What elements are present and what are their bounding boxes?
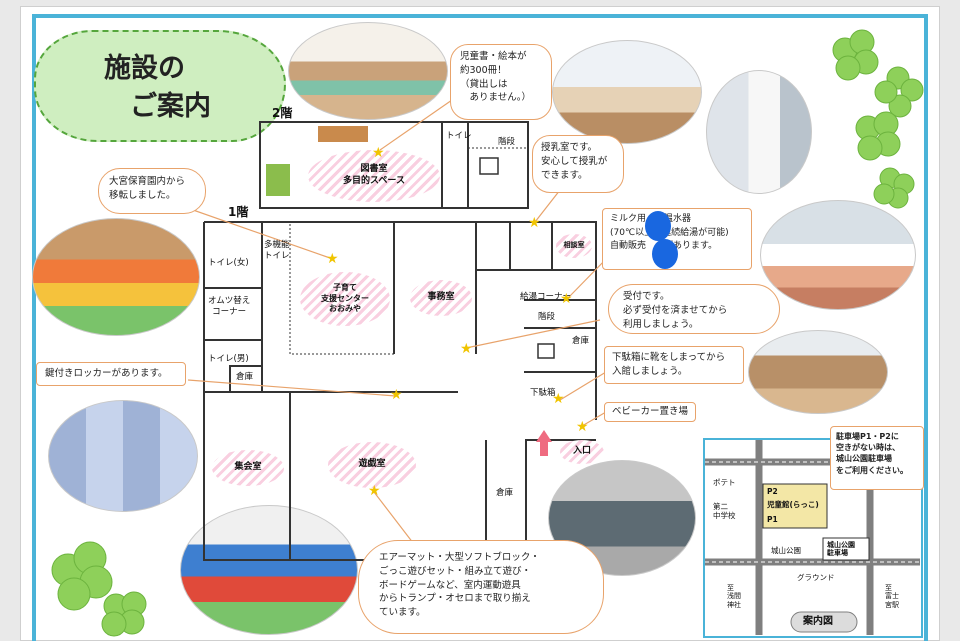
map-center-label: 児童館(らっこ) <box>767 500 819 509</box>
map-park-label: 城山公園 <box>771 546 801 555</box>
redaction-dot <box>645 211 671 241</box>
star-icon: ★ <box>576 419 589 435</box>
map-post-label: ポテト <box>713 478 736 487</box>
clover-decoration-bottom-icon <box>51 541 147 637</box>
storage-label: 倉庫 <box>236 372 254 382</box>
water-heater-photo <box>706 70 812 194</box>
consult-room: 相談室 <box>556 234 592 258</box>
blue-frame <box>32 14 928 641</box>
stroller-box: ベビーカー置き場 <box>604 402 696 422</box>
map-p2-label: P2 <box>767 487 778 496</box>
clover-decoration-icon <box>832 29 924 209</box>
map-ground-label: グラウンド <box>797 573 835 582</box>
floor-1-label: 1階 <box>228 205 249 219</box>
lockers-photo <box>48 400 198 512</box>
star-icon: ★ <box>368 483 381 499</box>
star-icon: ★ <box>460 341 473 357</box>
moved-bubble: 大宮保育園内から 移転しました。 <box>98 168 206 214</box>
title-cloud <box>34 30 286 142</box>
map-p1-label: P1 <box>767 515 778 524</box>
page-title-line1: 施設の <box>104 53 185 84</box>
office-room: 事務室 <box>410 280 472 316</box>
access-map: P2 児童館(らっこ) P1 ポテト 第二 中学校 城山公園 城山公園 駐車場 … <box>703 438 923 638</box>
star-icon: ★ <box>560 291 573 307</box>
library-photo <box>288 22 448 120</box>
map-direction-left: 至 浅間 神社 <box>727 584 741 609</box>
reception-bubble: 受付です。 必ず受付を済ませてから 利用しましょう。 <box>608 284 780 334</box>
toilet-women-label: トイレ(女) <box>208 258 249 268</box>
star-icon: ★ <box>326 251 339 267</box>
toilet-men-label: トイレ(男) <box>208 354 249 364</box>
stairs-2f-label: 階段 <box>498 137 516 147</box>
play-equipment-bubble: エアーマット・大型ソフトブロック・ ごっこ遊びセット・組み立て遊び・ ボードゲー… <box>358 540 604 634</box>
library-room: 図書室 多目的スペース <box>308 150 440 202</box>
multi-toilet-label: 多機能 トイレ <box>264 240 290 261</box>
star-icon: ★ <box>390 387 403 403</box>
stairs-1f-label: 階段 <box>538 312 556 322</box>
vending-corner-label: 給湯コーナー <box>520 292 572 302</box>
hall-room: 集会室 <box>212 450 284 486</box>
playroom-room: 遊戯室 <box>328 442 416 488</box>
diaper-corner-label: オムツ替え コーナー <box>208 296 251 317</box>
warehouse-label: 倉庫 <box>572 336 590 346</box>
play-mat-photo <box>32 218 200 336</box>
milk-heater-box: ミルク用 温水器 (70℃以上 連続給湯が可能) 自動販売 があります。 <box>602 208 752 270</box>
star-icon: ★ <box>528 215 541 231</box>
nursing-room-photo <box>552 40 702 144</box>
page-title-line2: ご案内 <box>130 91 211 122</box>
parking-note-box: 駐車場P1・P2に 空きがない時は、 城山公園駐車場 をご利用ください。 <box>830 426 924 490</box>
books-bubble: 児童書・絵本が 約300冊！ （貸出しは ありません。） <box>450 44 552 120</box>
map-park-lot-label: 城山公園 駐車場 <box>827 541 855 558</box>
shoe-box-label: 下駄箱 <box>530 388 556 398</box>
shoes-box: 下駄箱に靴をしまってから 入館しましょう。 <box>604 346 744 384</box>
storage2-label: 倉庫 <box>496 488 514 498</box>
support-center-room: 子育て 支援センター おおみや <box>300 272 390 326</box>
star-icon: ★ <box>552 391 565 407</box>
entrance-room: 入口 <box>560 440 604 464</box>
reception-photo <box>760 200 916 310</box>
map-direction-right: 至 富士 宮駅 <box>885 584 899 609</box>
nursing-bubble: 授乳室です。 安心して授乳が できます。 <box>532 135 624 193</box>
redaction-dot <box>652 239 678 269</box>
lockers-box: 鍵付きロッカーがあります。 <box>36 362 186 386</box>
shoe-box-photo <box>748 330 888 414</box>
map-caption: 案内図 <box>803 616 833 627</box>
floor-2-label: 2階 <box>272 106 293 120</box>
playroom-photo <box>180 505 358 635</box>
toilet-2f-label: トイレ <box>446 131 472 141</box>
map-roads <box>705 440 920 635</box>
star-icon: ★ <box>372 145 385 161</box>
map-school-label: 第二 中学校 <box>713 502 736 520</box>
